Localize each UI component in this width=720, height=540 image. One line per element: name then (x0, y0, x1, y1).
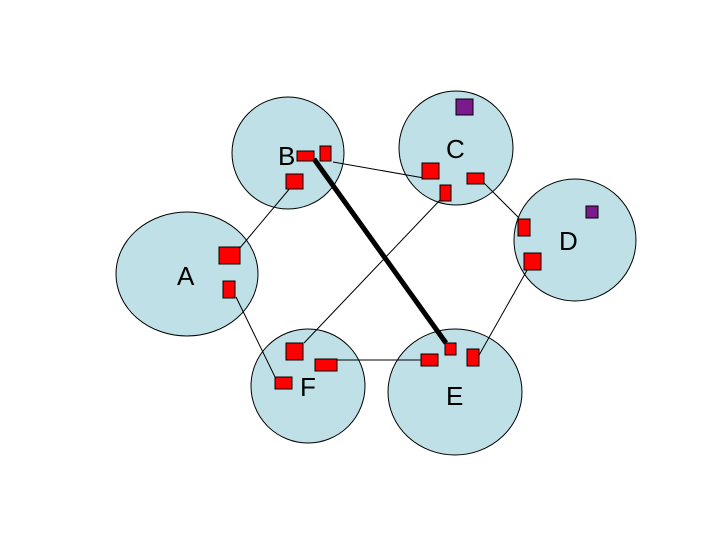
port-c-3 (439, 184, 452, 202)
link-d-e (477, 264, 531, 358)
port-e-1 (420, 353, 439, 367)
link-c-d (482, 181, 520, 219)
port-a-2 (222, 280, 236, 299)
label-f: F (300, 372, 316, 402)
special-node-d (585, 205, 599, 219)
port-b-3 (285, 173, 304, 190)
port-f-2 (314, 358, 338, 372)
port-a-1 (218, 246, 241, 265)
special-node-c (455, 98, 474, 116)
link-b-c (332, 161, 425, 179)
port-b-2 (319, 145, 332, 162)
cluster-b (231, 96, 345, 210)
link-a-b (238, 186, 292, 250)
label-c: C (446, 134, 465, 164)
cluster-a (115, 211, 259, 337)
port-e-2 (444, 342, 457, 356)
port-f-3 (274, 376, 293, 390)
port-e-3 (466, 348, 480, 367)
label-d: D (559, 226, 578, 256)
label-a: A (177, 261, 195, 291)
port-f-1 (285, 342, 304, 361)
port-c-1 (421, 162, 440, 180)
port-b-1 (296, 150, 315, 162)
cluster-f (250, 328, 366, 444)
cluster-d (513, 178, 637, 302)
link-b-e-thick (311, 157, 449, 345)
link-a-f (235, 296, 278, 382)
label-e: E (446, 381, 463, 411)
link-c-f (303, 198, 442, 344)
port-c-2 (466, 172, 485, 185)
port-d-1 (517, 218, 531, 237)
port-d-2 (523, 252, 542, 271)
label-b: B (278, 141, 295, 171)
